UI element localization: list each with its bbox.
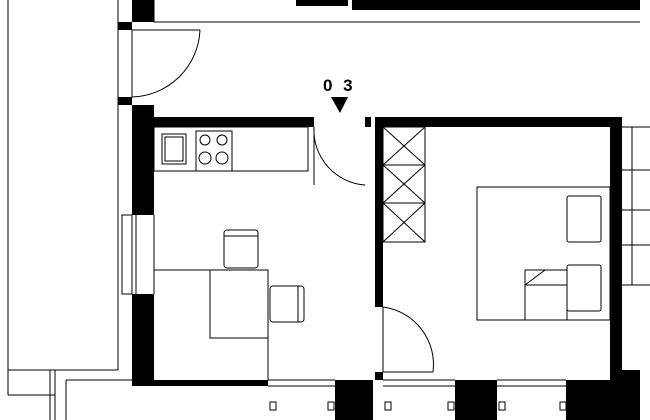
chair-icon — [269, 285, 305, 323]
pillow-icon — [566, 195, 602, 243]
entrance-door — [118, 22, 201, 105]
apartment-number: 0 3 — [323, 76, 356, 95]
dining-area — [154, 229, 305, 380]
apartment-marker: 0 3 — [323, 76, 356, 113]
right-exterior-lines — [622, 126, 650, 286]
wardrobe — [382, 126, 426, 243]
kitchen-door — [313, 126, 366, 186]
double-bed — [476, 186, 611, 321]
kitchen-counter — [153, 126, 309, 172]
apartment-walls — [65, 105, 640, 420]
corridor-walls — [132, 0, 640, 23]
left-balcony — [7, 0, 119, 420]
dining-table — [209, 269, 269, 339]
sink-icon — [161, 133, 187, 165]
chair-icon — [223, 229, 259, 269]
pillow-icon — [566, 264, 602, 312]
bedroom-door — [382, 306, 434, 373]
entry-arrow-icon — [331, 97, 348, 113]
